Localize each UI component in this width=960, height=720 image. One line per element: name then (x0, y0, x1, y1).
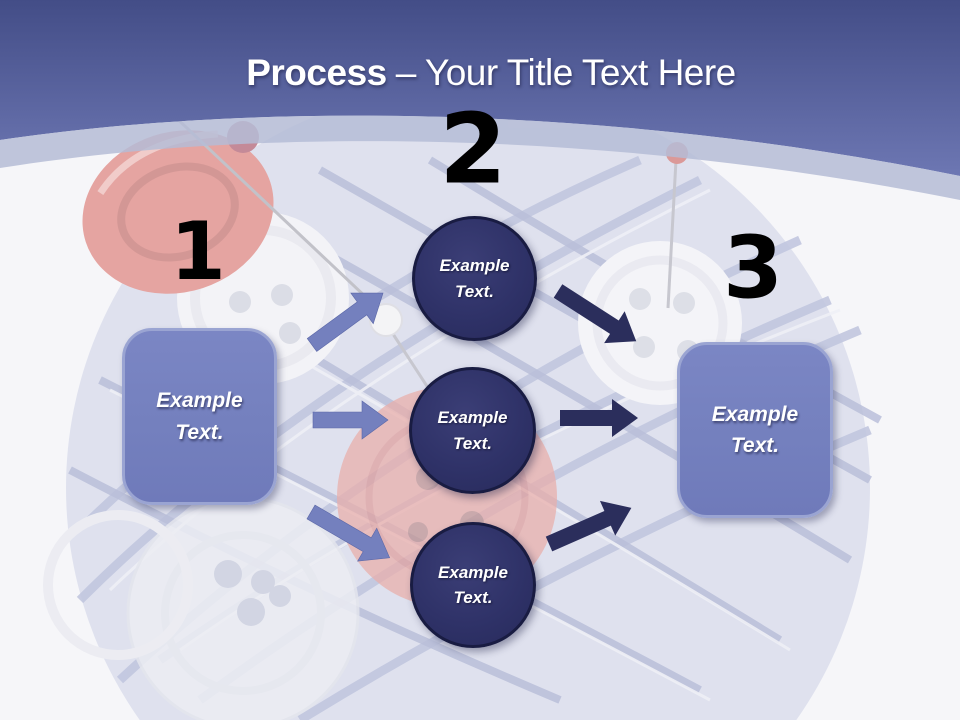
arrow-circle1-to-end (553, 284, 637, 344)
process-circle-2: Example Text. (409, 367, 536, 494)
red-button-icon (82, 110, 390, 320)
header-band (0, 0, 960, 176)
slide-title: Process– Your Title Text Here (0, 52, 960, 94)
slide-title-emphasis: Process (246, 52, 387, 93)
step-number-2: 2 (439, 92, 507, 206)
arrow-circle2-to-end (560, 399, 638, 437)
clear-button-icon (43, 496, 360, 720)
arrow-start-to-circle2 (312, 400, 389, 440)
arrow-start-to-circle1 (306, 292, 384, 352)
end-box: Example Text. (677, 342, 833, 518)
process-circle-1-label: Example Text. (439, 256, 510, 301)
arrow-circle3-to-end (545, 500, 632, 552)
slide-title-text: – Your Title Text Here (395, 52, 737, 93)
start-box-label: Example Text. (156, 389, 243, 444)
start-box: Example Text. (122, 328, 277, 505)
process-circle-3: Example Text. (410, 522, 536, 648)
step-number-1: 1 (170, 204, 226, 298)
step-number-3: 3 (723, 218, 783, 319)
divider-arc (0, 115, 960, 200)
process-circle-3-label: Example Text. (438, 562, 508, 608)
end-box-label: Example Text. (711, 402, 799, 458)
process-circle-1: Example Text. (412, 216, 537, 341)
arrow-start-to-circle3 (306, 504, 391, 562)
process-circle-2-label: Example Text. (437, 408, 508, 453)
